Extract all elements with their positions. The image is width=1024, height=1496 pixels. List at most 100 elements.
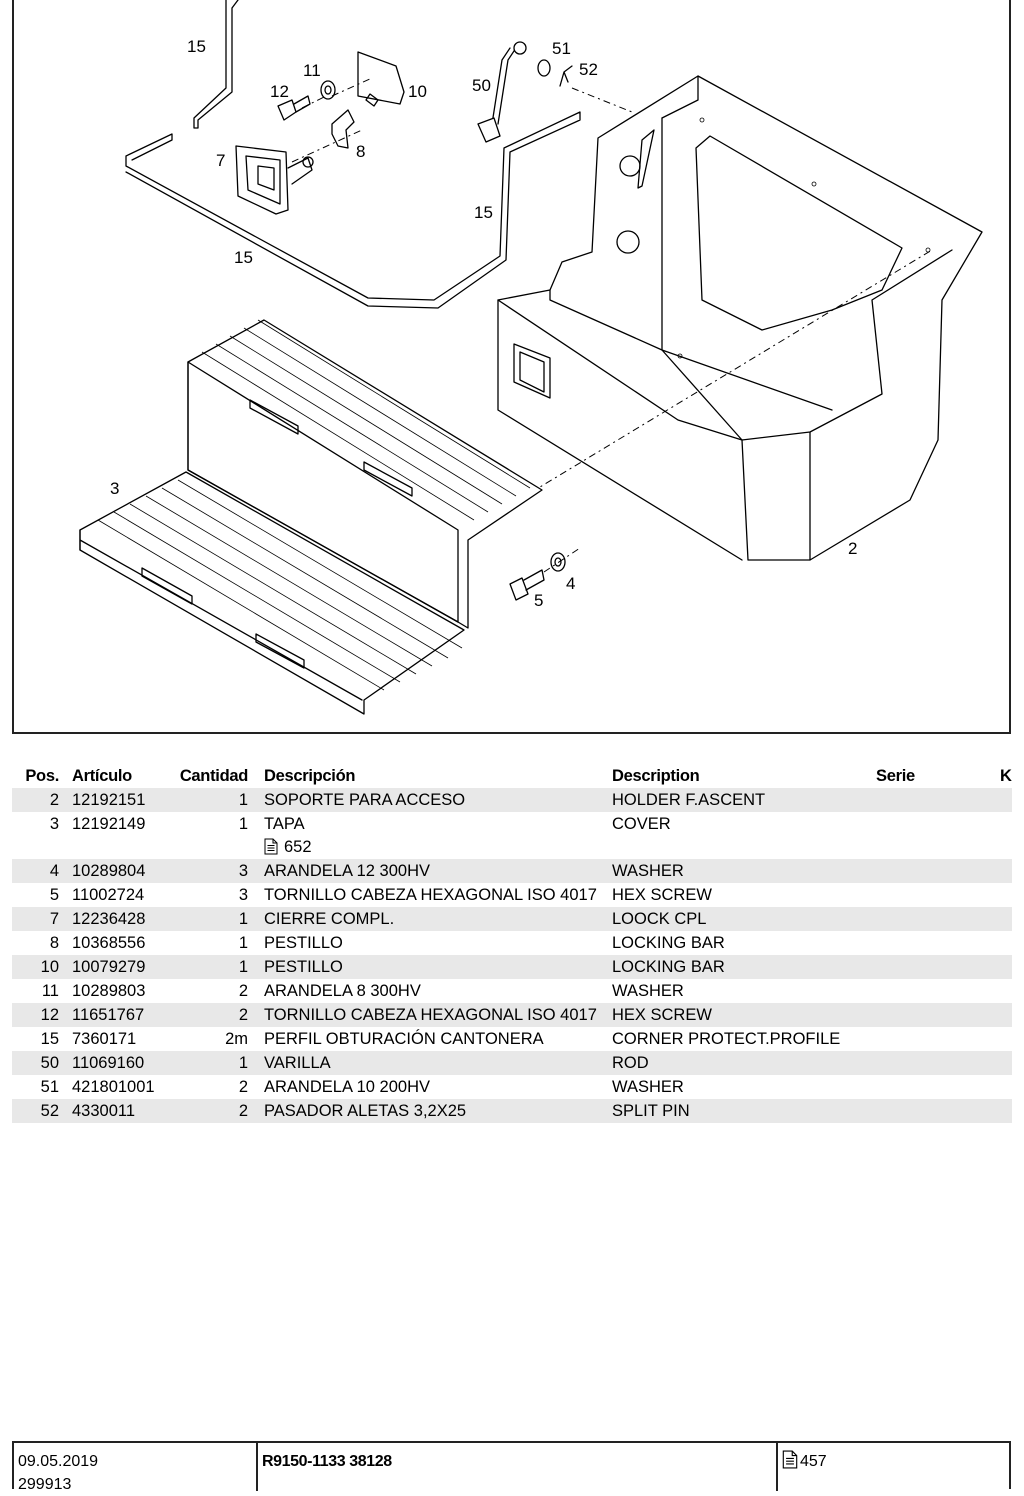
table-row[interactable]: 52 4330011 2 PASADOR ALETAS 3,2X25 SPLIT… <box>12 1099 1012 1123</box>
callout-label: 51 <box>552 39 571 58</box>
table-row[interactable]: 15 7360171 2m PERFIL OBTURACIÓN CANTONER… <box>12 1027 1012 1051</box>
document-reference-number: 652 <box>284 838 312 856</box>
cell-article: 12192151 <box>72 791 146 809</box>
callout-label: 2 <box>848 539 857 558</box>
header-desc-es: Descripción <box>264 767 356 785</box>
cell-desc-es: VARILLA <box>264 1054 331 1072</box>
footer-drawing-id: R9150-1133 38128 <box>256 1443 776 1491</box>
cell-pos: 12 <box>40 1006 59 1024</box>
cell-pos: 10 <box>40 958 59 976</box>
table-row[interactable]: 11 10289803 2 ARANDELA 8 300HV WASHER <box>12 979 1012 1003</box>
header-desc-en: Description <box>612 767 700 785</box>
footer-page-reference[interactable]: 457 <box>776 1443 1011 1491</box>
document-icon <box>264 838 278 855</box>
washer-11 <box>320 80 336 100</box>
table-row[interactable]: 3 12192149 1 TAPA COVER 652 <box>12 812 1012 859</box>
cell-article: 7360171 <box>72 1030 137 1048</box>
cell-pos: 3 <box>49 815 59 833</box>
cell-desc-es: PESTILLO <box>264 958 343 976</box>
cell-qty: 1 <box>238 934 248 952</box>
cell-pos: 50 <box>40 1054 59 1072</box>
cell-desc-en: LOCKING BAR <box>612 958 725 976</box>
cell-desc-en: WASHER <box>612 982 684 1000</box>
cell-desc-es: ARANDELA 8 300HV <box>264 982 421 1000</box>
callout-label: 10 <box>408 82 427 101</box>
cell-desc-es: CIERRE COMPL. <box>264 910 395 928</box>
footer-page-number: 457 <box>800 1453 827 1470</box>
cell-pos: 15 <box>40 1030 59 1048</box>
latch-7 <box>235 145 314 215</box>
callout-label: 15 <box>234 248 253 267</box>
table-row[interactable]: 4 10289804 3 ARANDELA 12 300HV WASHER <box>12 859 1012 883</box>
document-icon <box>782 1450 798 1469</box>
cover-step-3 <box>79 319 543 715</box>
table-row[interactable]: 50 11069160 1 VARILLA ROD <box>12 1051 1012 1075</box>
cell-desc-en: HEX SCREW <box>612 886 712 904</box>
split-pin-52 <box>559 65 573 87</box>
page-footer: 09.05.2019 299913 R9150-1133 38128 457 <box>12 1441 1011 1493</box>
cell-desc-es: PERFIL OBTURACIÓN CANTONERA <box>264 1030 544 1048</box>
profile-15-lower <box>125 111 581 309</box>
cell-article: 4330011 <box>72 1102 136 1120</box>
cell-desc-es: SOPORTE PARA ACCESO <box>264 791 466 809</box>
cell-pos: 11 <box>41 982 59 1000</box>
header-pos: Pos. <box>25 767 59 785</box>
header-k: K <box>1000 767 1012 785</box>
cell-desc-en: HEX SCREW <box>612 1006 712 1024</box>
footer-date: 09.05.2019 <box>18 1453 99 1470</box>
parts-table: Pos. Artículo Cantidad Descripción Descr… <box>12 764 1012 1123</box>
cell-article: 11069160 <box>72 1054 145 1072</box>
cell-pos: 5 <box>49 886 59 904</box>
cell-article: 12236428 <box>72 910 146 928</box>
cell-qty: 1 <box>238 958 248 976</box>
cell-qty: 2 <box>238 1102 248 1120</box>
table-row[interactable]: 7 12236428 1 CIERRE COMPL. LOOCK CPL <box>12 907 1012 931</box>
cell-qty: 2m <box>225 1030 248 1048</box>
cell-desc-es: ARANDELA 10 200HV <box>264 1078 431 1096</box>
footer-date-block: 09.05.2019 299913 <box>14 1443 256 1493</box>
cell-desc-es: PESTILLO <box>264 934 343 952</box>
table-row[interactable]: 8 10368556 1 PESTILLO LOCKING BAR <box>12 931 1012 955</box>
document-reference-link[interactable]: 652 <box>264 836 312 859</box>
callout-label: 3 <box>110 479 119 498</box>
cell-desc-en: LOCKING BAR <box>612 934 725 952</box>
callout-label: 12 <box>270 82 289 101</box>
cell-pos: 51 <box>40 1078 59 1096</box>
exploded-diagram: 15 11 10 12 8 7 15 15 50 51 52 3 5 4 2 <box>12 0 1011 734</box>
cell-desc-es: TORNILLO CABEZA HEXAGONAL ISO 4017 <box>264 886 597 904</box>
cell-qty: 2 <box>238 982 248 1000</box>
table-row[interactable]: 2 12192151 1 SOPORTE PARA ACCESO HOLDER … <box>12 788 1012 812</box>
cell-article: 10289804 <box>72 862 146 880</box>
cell-desc-en: SPLIT PIN <box>612 1102 690 1120</box>
callout-label: 8 <box>356 142 365 161</box>
cell-article: 11002724 <box>72 886 145 904</box>
header-qty: Cantidad <box>179 767 248 785</box>
table-row[interactable]: 51 421801001 2 ARANDELA 10 200HV WASHER <box>12 1075 1012 1099</box>
callout-label: 50 <box>472 76 491 95</box>
locking-bar-8 <box>331 109 355 149</box>
callout-label: 11 <box>303 61 321 80</box>
profile-15-upper <box>193 0 239 129</box>
cell-article: 10368556 <box>72 934 146 952</box>
screw-5 <box>509 569 545 601</box>
callout-label: 5 <box>534 591 543 610</box>
table-row[interactable]: 5 11002724 3 TORNILLO CABEZA HEXAGONAL I… <box>12 883 1012 907</box>
cell-pos: 52 <box>40 1102 59 1120</box>
table-row[interactable]: 10 10079279 1 PESTILLO LOCKING BAR <box>12 955 1012 979</box>
cell-desc-en: COVER <box>612 815 671 833</box>
cell-article: 421801001 <box>72 1078 155 1096</box>
table-row[interactable]: 12 11651767 2 TORNILLO CABEZA HEXAGONAL … <box>12 1003 1012 1027</box>
cell-pos: 7 <box>49 910 59 928</box>
cell-qty: 3 <box>238 862 248 880</box>
cell-desc-en: WASHER <box>612 862 684 880</box>
washer-51 <box>537 59 551 77</box>
holder-ascent-2 <box>497 75 983 561</box>
cell-desc-es: TAPA <box>264 815 305 833</box>
footer-doc-number: 299913 <box>18 1476 72 1493</box>
locking-bar-10 <box>357 51 405 107</box>
exploded-view-drawing: 15 11 10 12 8 7 15 15 50 51 52 3 5 4 2 <box>79 0 983 715</box>
cell-desc-en: ROD <box>612 1054 649 1072</box>
cell-qty: 2 <box>238 1078 248 1096</box>
washer-4 <box>550 552 566 572</box>
cell-desc-en: CORNER PROTECT.PROFILE <box>612 1030 841 1048</box>
